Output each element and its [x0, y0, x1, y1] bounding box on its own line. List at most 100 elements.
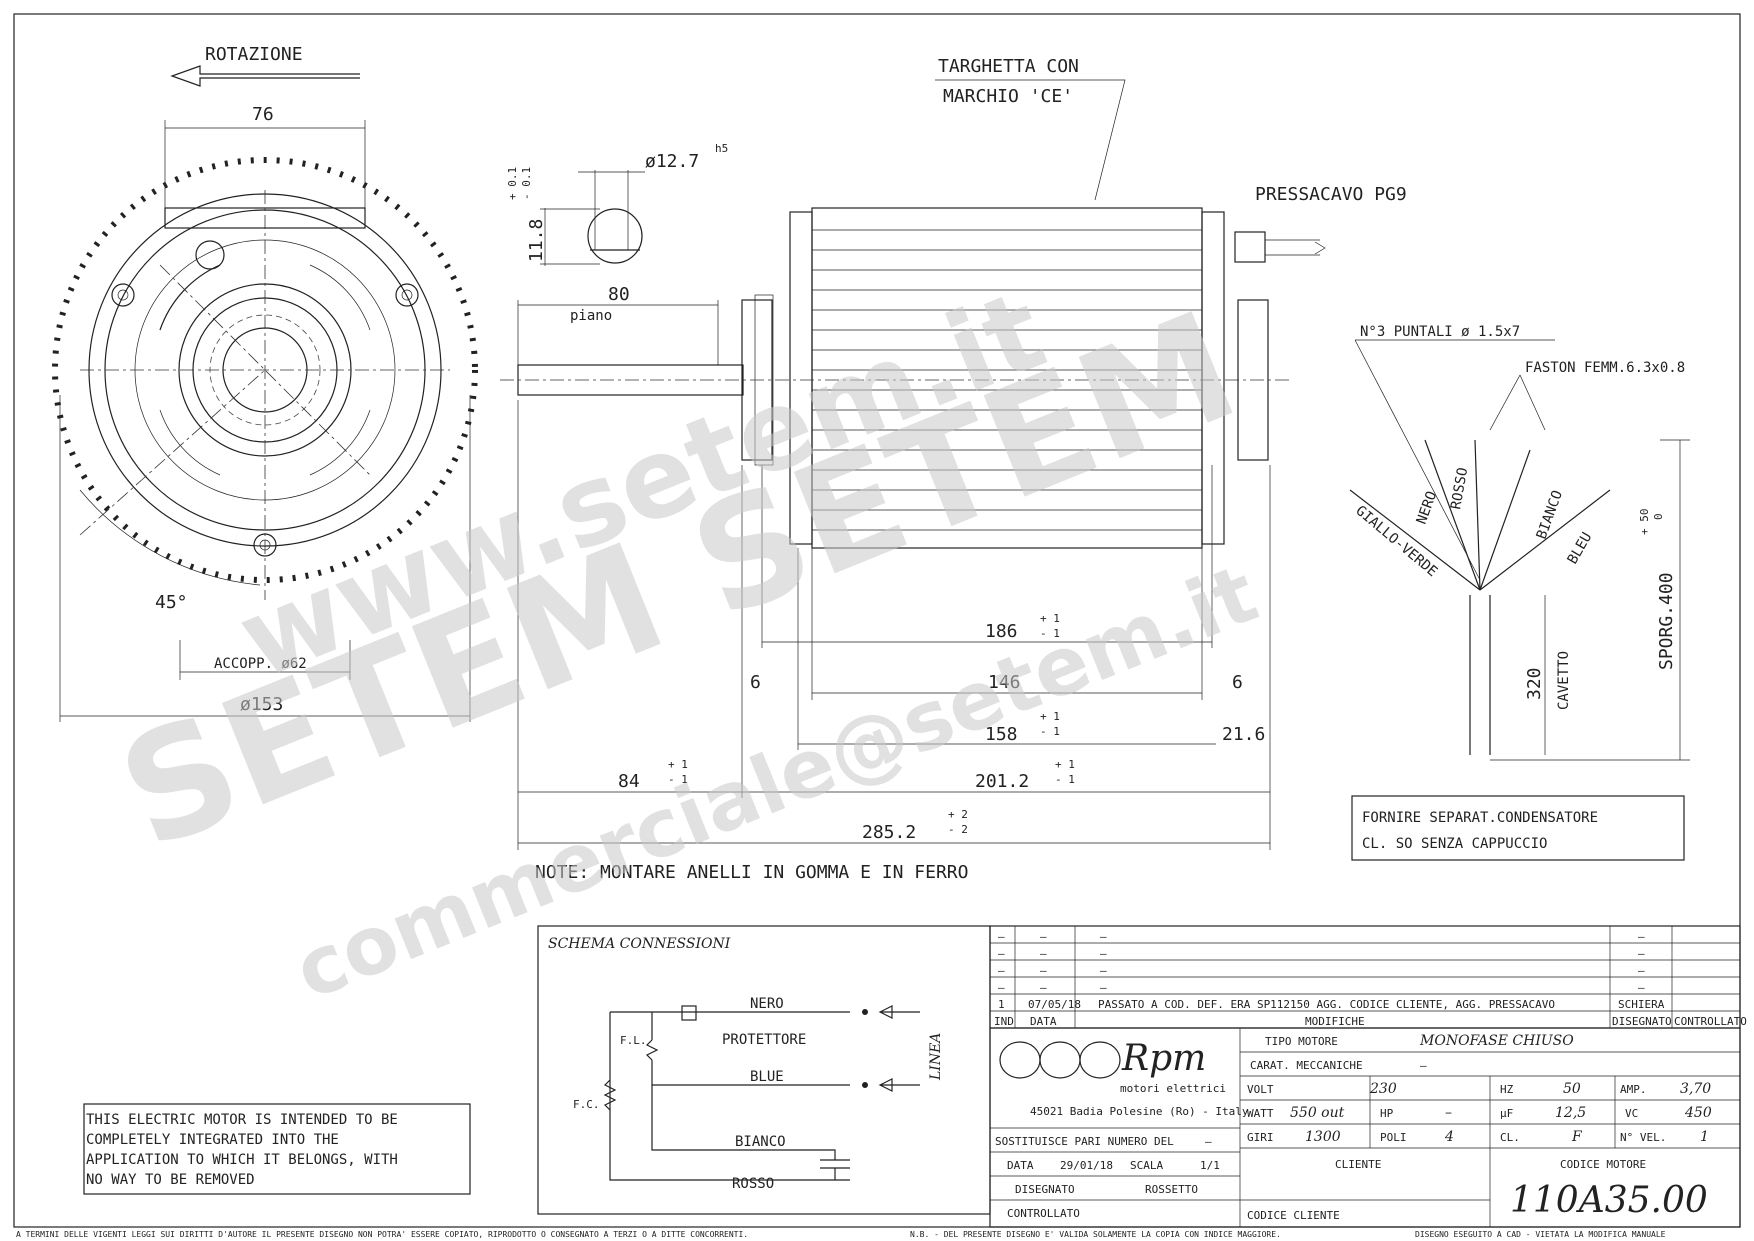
- integration-note: THIS ELECTRIC MOTOR IS INTENDED TO BE CO…: [83, 1103, 471, 1195]
- line-arrow-icon: [878, 1005, 920, 1019]
- flat-label: piano: [570, 308, 612, 324]
- watt-value: 550 out: [1290, 1105, 1345, 1121]
- drawing-tol-p1: + 1: [668, 758, 688, 771]
- wire-label-bianco: BIANCO: [1534, 488, 1566, 541]
- titleblock-sostituisce-val: –: [1205, 1135, 1212, 1148]
- wire-bleu: [1479, 489, 1611, 591]
- shaft-tolerance: h5: [715, 142, 728, 155]
- drawing-tol-p1: + 1: [1055, 758, 1075, 771]
- label-rosso: ROSSO: [732, 1176, 774, 1192]
- resistor-fl-icon: [645, 1039, 659, 1061]
- amp-value: 3,70: [1680, 1081, 1711, 1097]
- dim-201-2: 201.2: [975, 771, 1029, 792]
- titleblock-watt-lbl: WATT: [1247, 1107, 1274, 1120]
- titleblock-data-lbl: DATA: [1007, 1159, 1034, 1172]
- rev-ind: 1: [998, 998, 1005, 1011]
- drawing-tol-p1: + 1: [1040, 710, 1060, 723]
- mounting-note: NOTE: MONTARE ANELLI IN GOMMA E IN FERRO: [535, 862, 968, 883]
- titleblock-cliente-lbl: CLIENTE: [1335, 1158, 1381, 1171]
- dim-186: 186: [985, 621, 1018, 642]
- rotation-label: ROTAZIONE: [205, 44, 303, 65]
- revisions-dash: –: [1638, 964, 1645, 977]
- titleblock-scala-lbl: SCALA: [1130, 1159, 1163, 1172]
- revisions-hdr-data: DATA: [1030, 1015, 1057, 1028]
- titleblock-carat-val: –: [1420, 1059, 1427, 1072]
- dim-6b: 6: [1232, 672, 1243, 693]
- label-protettore: PROTETTORE: [722, 1032, 806, 1048]
- sporg-dim: SPORG.400: [1656, 572, 1677, 670]
- schema-title: SCHEMA CONNESSIONI: [548, 936, 731, 952]
- drawing-integration-note-1: COMPLETELY INTEGRATED INTO THE: [86, 1132, 339, 1148]
- rev-designer: SCHIERA: [1618, 998, 1665, 1011]
- revisions-dash: –: [1040, 981, 1047, 994]
- dim-76: 76: [252, 104, 274, 125]
- dia-153: ø153: [240, 694, 283, 715]
- cable-detail: N°3 PUNTALI ø 1.5x7 FASTON FEMM.6.3x0.8 …: [1349, 324, 1690, 861]
- label-linea: LINEA: [928, 1033, 944, 1081]
- revisions-dash: –: [1638, 947, 1645, 960]
- titleblock-giri-lbl: GIRI: [1247, 1131, 1274, 1144]
- logo-text: Rpm: [1121, 1038, 1206, 1079]
- wire-label-nero: NERO: [1414, 489, 1441, 526]
- terminals-label: N°3 PUNTALI ø 1.5x7: [1360, 324, 1520, 340]
- revisions-dash: –: [1100, 981, 1107, 994]
- bolt-icon: [111, 283, 135, 307]
- titleblock-data-val: 29/01/18: [1060, 1159, 1113, 1172]
- nameplate-label-1: TARGHETTA CON: [938, 56, 1079, 77]
- capacitor-note-box: [1351, 795, 1685, 861]
- drawing-tol-m1: - 1: [1040, 627, 1060, 640]
- titleblock-hp-lbl: HP: [1380, 1107, 1394, 1120]
- revisions-dash: –: [998, 981, 1005, 994]
- rpm-logo: Rpm motori elettrici 45021 Badia Polesin…: [999, 1038, 1249, 1118]
- sporg-tol-minus: 0: [1652, 513, 1665, 520]
- titleblock-codice-cliente-lbl: CODICE CLIENTE: [1247, 1209, 1340, 1222]
- titleblock-volt-lbl: VOLT: [1247, 1083, 1274, 1096]
- footer-left: A TERMINI DELLE VIGENTI LEGGI SUI DIRITT…: [16, 1230, 748, 1239]
- revisions-hdr-disegnato: DISEGNATO: [1612, 1015, 1672, 1028]
- connection-schema: SCHEMA CONNESSIONI NERO PROTETTORE BLUE …: [537, 925, 991, 1215]
- revisions-dash: –: [1040, 964, 1047, 977]
- body-fins: [812, 229, 1202, 531]
- titleblock-controllato-lbl: CONTROLLATO: [1007, 1207, 1080, 1220]
- drawing-tol-p2: + 2: [948, 808, 968, 821]
- drawing-tol-m1: - 1: [668, 773, 688, 786]
- cable-clamp-icon: [195, 240, 225, 270]
- volt-value: 230: [1369, 1081, 1397, 1097]
- label-blue: BLUE: [750, 1069, 784, 1085]
- titleblock-vc-lbl: VC: [1625, 1107, 1638, 1120]
- cable-length: 320: [1524, 667, 1545, 700]
- sporg-tol-plus: + 50: [1638, 509, 1651, 536]
- footer: A TERMINI DELLE VIGENTI LEGGI SUI DIRITT…: [16, 1230, 1666, 1239]
- wire-nero: [1424, 439, 1481, 591]
- revisions-dash: –: [1100, 947, 1107, 960]
- revisions-dash: –: [998, 964, 1005, 977]
- titleblock-cl-lbl: CL.: [1500, 1131, 1520, 1144]
- cooling-fins: [52, 157, 478, 583]
- wire-label-bleu: BLEU: [1565, 530, 1596, 567]
- revisions-dash: –: [1100, 930, 1107, 943]
- wire-label-rosso: ROSSO: [1448, 466, 1471, 510]
- side-view: TARGHETTA CON MARCHIO 'CE' PRESSACAVO PG…: [500, 56, 1407, 883]
- titleblock-disegnato-lbl: DISEGNATO: [1015, 1183, 1075, 1196]
- title-block: Rpm motori elettrici 45021 Badia Polesin…: [989, 1027, 1741, 1228]
- flat-tol-minus: - 0.1: [520, 167, 533, 200]
- wire-bianco: [1479, 449, 1531, 591]
- nvel-value: 1: [1700, 1129, 1709, 1145]
- shaft-section-detail: ø12.7 h5 11.8 + 0.1 - 0.1: [506, 142, 728, 266]
- flat-dim: 11.8: [526, 219, 547, 262]
- revisions-hdr-ind: IND: [994, 1015, 1014, 1028]
- drawing-integration-note-3: NO WAY TO BE REMOVED: [86, 1172, 255, 1188]
- dim-6a: 6: [750, 672, 761, 693]
- footer-right: DISEGNO ESEGUITO A CAD - VIETATA LA MODI…: [1415, 1230, 1666, 1239]
- revisions-dash: –: [1638, 981, 1645, 994]
- revisions-dash: –: [1040, 930, 1047, 943]
- cable-label: CAVETTO: [1556, 651, 1572, 710]
- revisions-hdr-modifiche: MODIFICHE: [1305, 1015, 1365, 1028]
- titleblock-codice-motore-lbl: CODICE MOTORE: [1560, 1158, 1646, 1171]
- coupling-dim: ACCOPP. ø62: [214, 656, 307, 672]
- dim-158: 158: [985, 724, 1018, 745]
- titleblock-disegnato-val: ROSSETTO: [1145, 1183, 1198, 1196]
- titleblock-tipo-lbl: TIPO MOTORE: [1265, 1035, 1338, 1048]
- cable-gland: [1234, 231, 1266, 263]
